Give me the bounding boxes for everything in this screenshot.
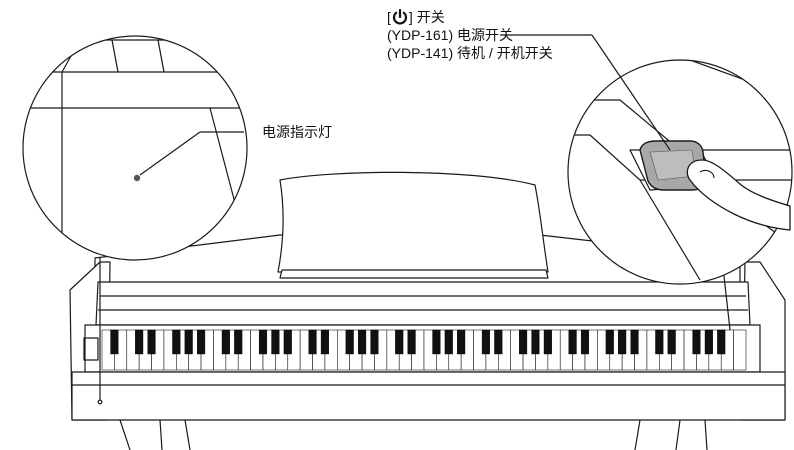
black-key — [444, 329, 453, 355]
black-key — [308, 329, 317, 355]
black-key — [110, 329, 119, 355]
switch-callout-line — [591, 34, 671, 151]
black-key — [407, 329, 416, 355]
black-key — [605, 329, 614, 355]
power-switch-ydp141-label: (YDP-141) 待机 / 开机开关 — [387, 45, 553, 61]
power-standby-icon — [392, 8, 407, 25]
black-key — [197, 329, 206, 355]
black-key — [667, 329, 676, 355]
bracket-close: ] — [408, 9, 413, 25]
black-key — [717, 329, 726, 355]
black-key — [271, 329, 280, 355]
front-rail — [71, 371, 786, 421]
black-key — [432, 329, 441, 355]
black-key — [320, 329, 329, 355]
black-key — [704, 329, 713, 355]
power-indicator-callout: 电源指示灯 — [262, 123, 332, 141]
black-key — [358, 329, 367, 355]
black-key — [147, 329, 156, 355]
white-key — [733, 329, 747, 371]
white-keys — [101, 329, 747, 371]
black-key — [618, 329, 627, 355]
black-key — [519, 329, 528, 355]
black-key — [692, 329, 701, 355]
black-keys — [110, 329, 726, 355]
black-key — [543, 329, 552, 355]
black-key — [655, 329, 664, 355]
black-key — [221, 329, 230, 355]
indicator-zoom-circle — [22, 35, 248, 261]
black-key — [580, 329, 590, 355]
power-switch-title: 开关 — [416, 9, 445, 25]
fallboard — [95, 281, 751, 326]
black-key — [184, 329, 193, 355]
pressing-finger — [686, 159, 791, 231]
power-indicator-led — [97, 399, 103, 405]
black-key — [481, 329, 490, 355]
black-key — [258, 329, 268, 355]
black-key — [531, 329, 540, 355]
black-key — [494, 329, 503, 355]
music-rest — [277, 171, 549, 273]
black-key — [345, 329, 354, 355]
power-indicator-dot — [133, 174, 141, 182]
black-key — [630, 329, 639, 355]
black-key — [457, 329, 466, 355]
power-switch-ydp161-label: (YDP-161) 电源开关 — [387, 27, 514, 43]
indicator-callout-line — [139, 131, 201, 176]
black-key — [234, 329, 243, 355]
black-key — [172, 329, 181, 355]
black-key — [135, 329, 144, 355]
left-panel — [83, 337, 99, 361]
black-key — [395, 329, 404, 355]
bracket-open: [ — [387, 9, 391, 25]
black-key — [370, 329, 379, 355]
black-key — [568, 329, 577, 355]
black-key — [283, 329, 292, 355]
power-switch-callout: [ ] 开关 (YDP-161) 电源开关 (YDP-141) 待机 / 开机开… — [387, 8, 553, 62]
piano-legs — [119, 419, 708, 450]
power-indicator-label: 电源指示灯 — [262, 124, 332, 140]
